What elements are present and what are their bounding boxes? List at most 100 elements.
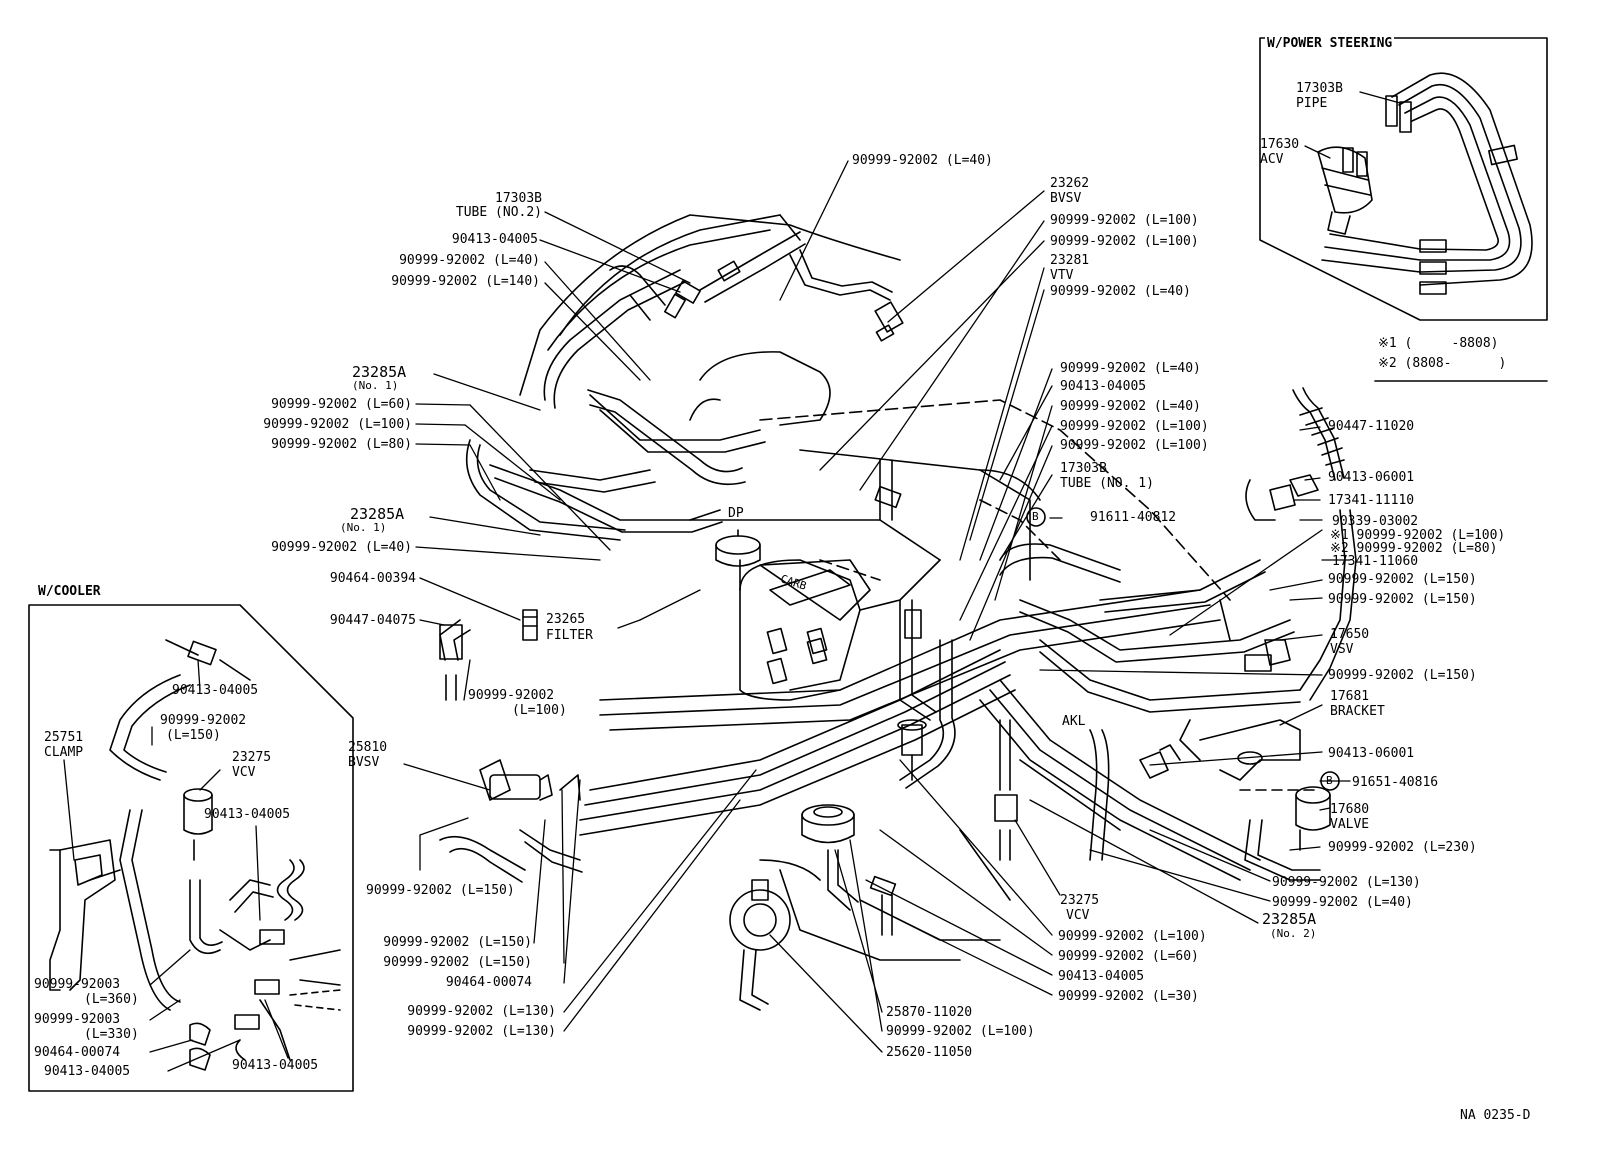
label-cool-clamp-04005d: 90413-04005 [232,1058,319,1073]
label-vtv-name: VTV [1050,268,1074,283]
label-23285a-2-number: 23285A [350,505,405,523]
ps-acv-number: 17630 [1260,137,1300,152]
label-b1-letter: B [1032,510,1039,523]
label-cool-vcv-name: VCV [232,765,256,780]
label-clamp-04005-a: 90413-04005 [451,232,538,247]
label-b-hose-100b: 90999-92002 (L=100) [886,1024,1035,1039]
label-tube1-number: 17303B [1060,461,1107,476]
label-plug-03002: 90339-03002 [1332,514,1419,529]
label-star2-hose: ※2 90999-92002 (L=80) [1330,541,1498,556]
label-hose-40d: 90999-92002 (L=40) [271,540,412,555]
label-star1-hose: ※1 90999-92002 (L=100) [1330,528,1506,543]
label-hose-40c: 90999-92002 (L=40) [1050,284,1191,299]
ps-pipe-number: 17303B [1296,81,1343,96]
acv-valve [1317,146,1373,235]
dp-text: DP [728,506,744,521]
label-cool-hose-360-sub: (L=360) [84,992,139,1007]
leader-lines [63,91,1401,1072]
label-23285a-3-sub: (No. 2) [1270,927,1317,940]
label-b-hose-60: 90999-92002 (L=60) [1058,949,1199,964]
cooler-inset-title: W/COOLER [36,584,103,599]
label-r-hose-100a: 90999-92002 (L=100) [1060,419,1209,434]
label-clip-00074a: 90464-00074 [445,975,532,990]
label-23285a-3-number: 23285A [1262,910,1317,928]
label-23285a-1-sub: (No. 1) [352,379,399,392]
power-steering-pipe [1321,72,1533,295]
label-cool-hose-150-sub: (L=150) [166,728,221,743]
label-cool-clamp-number: 25751 [44,730,84,745]
label-hose-100b: 90999-92002 (L=100) [1050,234,1199,249]
label-filter-number: 23265 [546,612,586,627]
label-r-hose-40b: 90999-92002 (L=40) [1060,399,1201,414]
label-cool-clamp-04005a: 90413-04005 [172,683,259,698]
label-hose-150b: 90999-92002 (L=150) [383,935,532,950]
label-hose-40b: 90999-92002 (L=40) [399,253,540,268]
label-tube2-name: TUBE (NO.2) [455,205,542,220]
label-r-hose-100b: 90999-92002 (L=100) [1060,438,1209,453]
label-cool-hose-360: 90999-92003 [34,977,121,992]
power-steering-inset-frame [1259,37,1548,321]
note-1: ※1 ( -8808) [1378,336,1499,351]
label-valve-number: 17680 [1330,802,1370,817]
label-part-11020: 25870-11020 [886,1005,973,1020]
label-bvsv-name: BVSV [1050,191,1082,206]
label-bvsv-number: 23262 [1050,176,1090,191]
label-vsv-name: VSV [1330,642,1354,657]
label-r-hose-150c: 90999-92002 (L=150) [1328,668,1477,683]
label-r-hose-40c: 90999-92002 (L=40) [1272,895,1413,910]
ps-acv-name: ACV [1260,152,1284,167]
label-filter-name: FILTER [546,628,593,643]
label-hose-100a: 90999-92002 (L=100) [1050,213,1199,228]
note-2: ※2 (8808- ) [1378,356,1507,371]
label-bracket-number: 17681 [1330,689,1370,704]
label-cool-clamp-name: CLAMP [44,745,84,760]
label-hose-11020: 90447-11020 [1328,419,1415,434]
engine-outline [519,214,1321,961]
label-bracket-name: BRACKET [1330,704,1385,719]
label-cool-hose-150: 90999-92002 [160,713,247,728]
label-r-clamp-04005: 90413-04005 [1060,379,1147,394]
label-hose-100d-sub: (L=100) [512,703,567,718]
label-b2-part: 91651-40816 [1352,775,1439,790]
label-bvsv2-number: 25810 [348,740,388,755]
label-vcv-number: 23275 [1060,893,1100,908]
label-tube1-name: TUBE (NO. 1) [1060,476,1154,491]
label-b-hose-100: 90999-92002 (L=100) [1058,929,1207,944]
label-cool-vcv-number: 23275 [232,750,272,765]
ps-pipe-name: PIPE [1296,96,1328,111]
label-hose-80: 90999-92002 (L=80) [271,437,412,452]
label-hose-60a: 90999-92002 (L=60) [271,397,412,412]
label-valve-name: VALVE [1330,817,1370,832]
label-r-hose-150b: 90999-92002 (L=150) [1328,592,1477,607]
label-cool-hose-330-sub: (L=330) [84,1027,139,1042]
label-pipe-11060: 17341-11060 [1332,554,1419,569]
akl-text: AKL [1062,714,1086,729]
label-part-11050: 25620-11050 [886,1045,973,1060]
label-clamp-06001a: 90413-06001 [1328,470,1415,485]
cooler-inset-drawing [49,639,341,1071]
label-pipe-11110: 17341-11110 [1328,493,1415,508]
label-b-hose-30: 90999-92002 (L=30) [1058,989,1199,1004]
label-hose-100d: 90999-92002 [468,688,555,703]
label-bvsv2-name: BVSV [348,755,380,770]
label-r-hose-150a: 90999-92002 (L=150) [1328,572,1477,587]
label-23285a-2-sub: (No. 1) [340,521,387,534]
label-clip-00394: 90464-00394 [329,571,416,586]
label-r-hose-130: 90999-92002 (L=130) [1272,875,1421,890]
label-hose-04075: 90447-04075 [329,613,416,628]
label-cool-hose-330: 90999-92003 [34,1012,121,1027]
label-hose-100c: 90999-92002 (L=100) [263,417,412,432]
label-vsv-number: 17650 [1330,627,1370,642]
label-tube2-number: 17303B [495,191,542,206]
label-vtv-number: 23281 [1050,253,1090,268]
label-top-hose-40: 90999-92002 (L=40) [852,153,993,168]
label-hose-130b: 90999-92002 (L=130) [407,1024,556,1039]
cooler-inset-frame [28,604,354,1092]
label-hose-150c: 90999-92002 (L=150) [383,955,532,970]
diagram-code: NA 0235-D [1460,1108,1531,1123]
label-r-hose-230: 90999-92002 (L=230) [1328,840,1477,855]
label-23285a-1-number: 23285A [352,363,407,381]
label-b-clamp-04005: 90413-04005 [1058,969,1145,984]
b-marker-bottom [1320,771,1340,791]
